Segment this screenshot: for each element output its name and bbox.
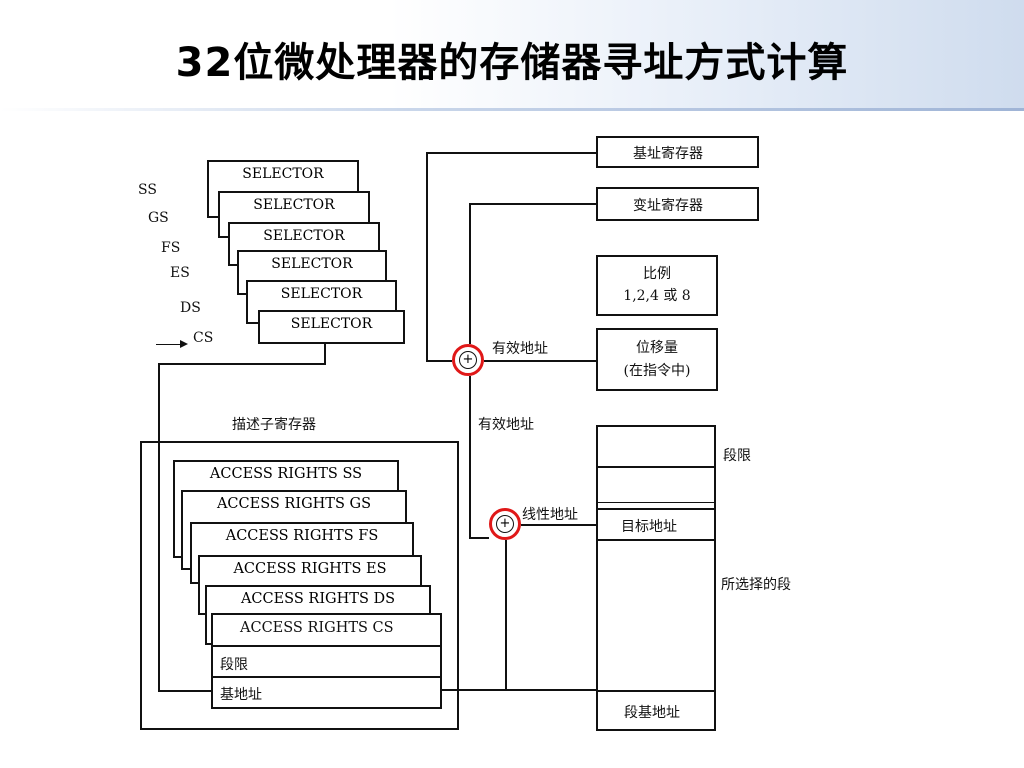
displacement-text-2: (在指令中) bbox=[623, 363, 691, 379]
line-index-reg-left bbox=[469, 203, 597, 205]
segment-upper-divider bbox=[596, 502, 716, 503]
seg-label-es: ES bbox=[170, 265, 190, 281]
descriptor-limit-label: 段限 bbox=[220, 657, 248, 673]
base-register-label: 基址寄存器 bbox=[633, 146, 703, 162]
line-base-reg-left bbox=[426, 152, 597, 154]
title-band bbox=[0, 0, 1024, 110]
adder-linear-address: + bbox=[489, 508, 521, 540]
line-to-adder2 bbox=[469, 537, 489, 539]
line-left-to-base bbox=[158, 690, 212, 692]
descriptor-base-label: 基地址 bbox=[220, 687, 262, 703]
line-left-down bbox=[158, 363, 160, 691]
access-rights-cs: ACCESS RIGHTS CS bbox=[240, 620, 394, 636]
effective-address-label-2: 有效地址 bbox=[478, 417, 534, 433]
seg-label-ss: SS bbox=[138, 182, 157, 198]
linear-address-label: 线性地址 bbox=[522, 507, 578, 523]
displacement-text-1: 位移量 bbox=[636, 340, 678, 356]
line-linear-address bbox=[521, 524, 597, 526]
target-bottom-divider bbox=[596, 539, 716, 541]
index-register-label: 变址寄存器 bbox=[633, 198, 703, 214]
scale-box bbox=[596, 255, 718, 316]
line-disp-to-adder1 bbox=[484, 360, 597, 362]
selector-cs: SELECTOR bbox=[258, 310, 405, 344]
adder-plus-icon: + bbox=[459, 351, 477, 369]
line-adder2-down bbox=[505, 540, 507, 690]
title-underline bbox=[0, 108, 1024, 111]
line-base-reg-down bbox=[426, 152, 428, 361]
seg-label-gs: GS bbox=[148, 210, 169, 226]
descriptor-divider-1 bbox=[211, 645, 442, 647]
page-title: 32位微处理器的存储器寻址方式计算 bbox=[175, 40, 849, 86]
effective-address-label-1: 有效地址 bbox=[492, 341, 548, 357]
displacement-box bbox=[596, 328, 718, 391]
line-base-to-segment bbox=[442, 689, 597, 691]
line-to-adder1-left bbox=[426, 360, 452, 362]
seg-label-ds: DS bbox=[180, 300, 201, 316]
cs-arrow-head bbox=[180, 340, 188, 348]
scale-text-2: 1,2,4 或 8 bbox=[623, 288, 691, 304]
descriptor-title: 描述子寄存器 bbox=[232, 417, 316, 433]
descriptor-divider-2 bbox=[211, 676, 442, 678]
line-index-reg-down bbox=[469, 203, 471, 344]
memory-segment-box bbox=[596, 425, 716, 731]
target-address-label: 目标地址 bbox=[621, 519, 677, 535]
descriptor-cs-box bbox=[211, 613, 442, 709]
line-adder1-down bbox=[469, 376, 471, 538]
seg-label-fs: FS bbox=[161, 240, 181, 256]
index-register-box bbox=[596, 187, 759, 221]
segment-limit-divider bbox=[596, 466, 716, 468]
target-top-divider bbox=[596, 508, 716, 510]
segment-base-label: 段基地址 bbox=[624, 705, 680, 721]
scale-text-1: 比例 bbox=[643, 266, 671, 282]
segment-base-divider bbox=[596, 690, 716, 692]
seg-label-cs: CS bbox=[193, 330, 214, 346]
cs-arrow-shaft bbox=[156, 344, 180, 345]
line-cs-down bbox=[324, 344, 326, 364]
line-cs-left bbox=[158, 363, 326, 365]
segment-limit-label: 段限 bbox=[723, 448, 751, 464]
base-register-box bbox=[596, 136, 759, 168]
adder-plus-icon: + bbox=[496, 515, 514, 533]
selected-segment-label: 所选择的段 bbox=[721, 577, 791, 593]
adder-effective-address: + bbox=[452, 344, 484, 376]
